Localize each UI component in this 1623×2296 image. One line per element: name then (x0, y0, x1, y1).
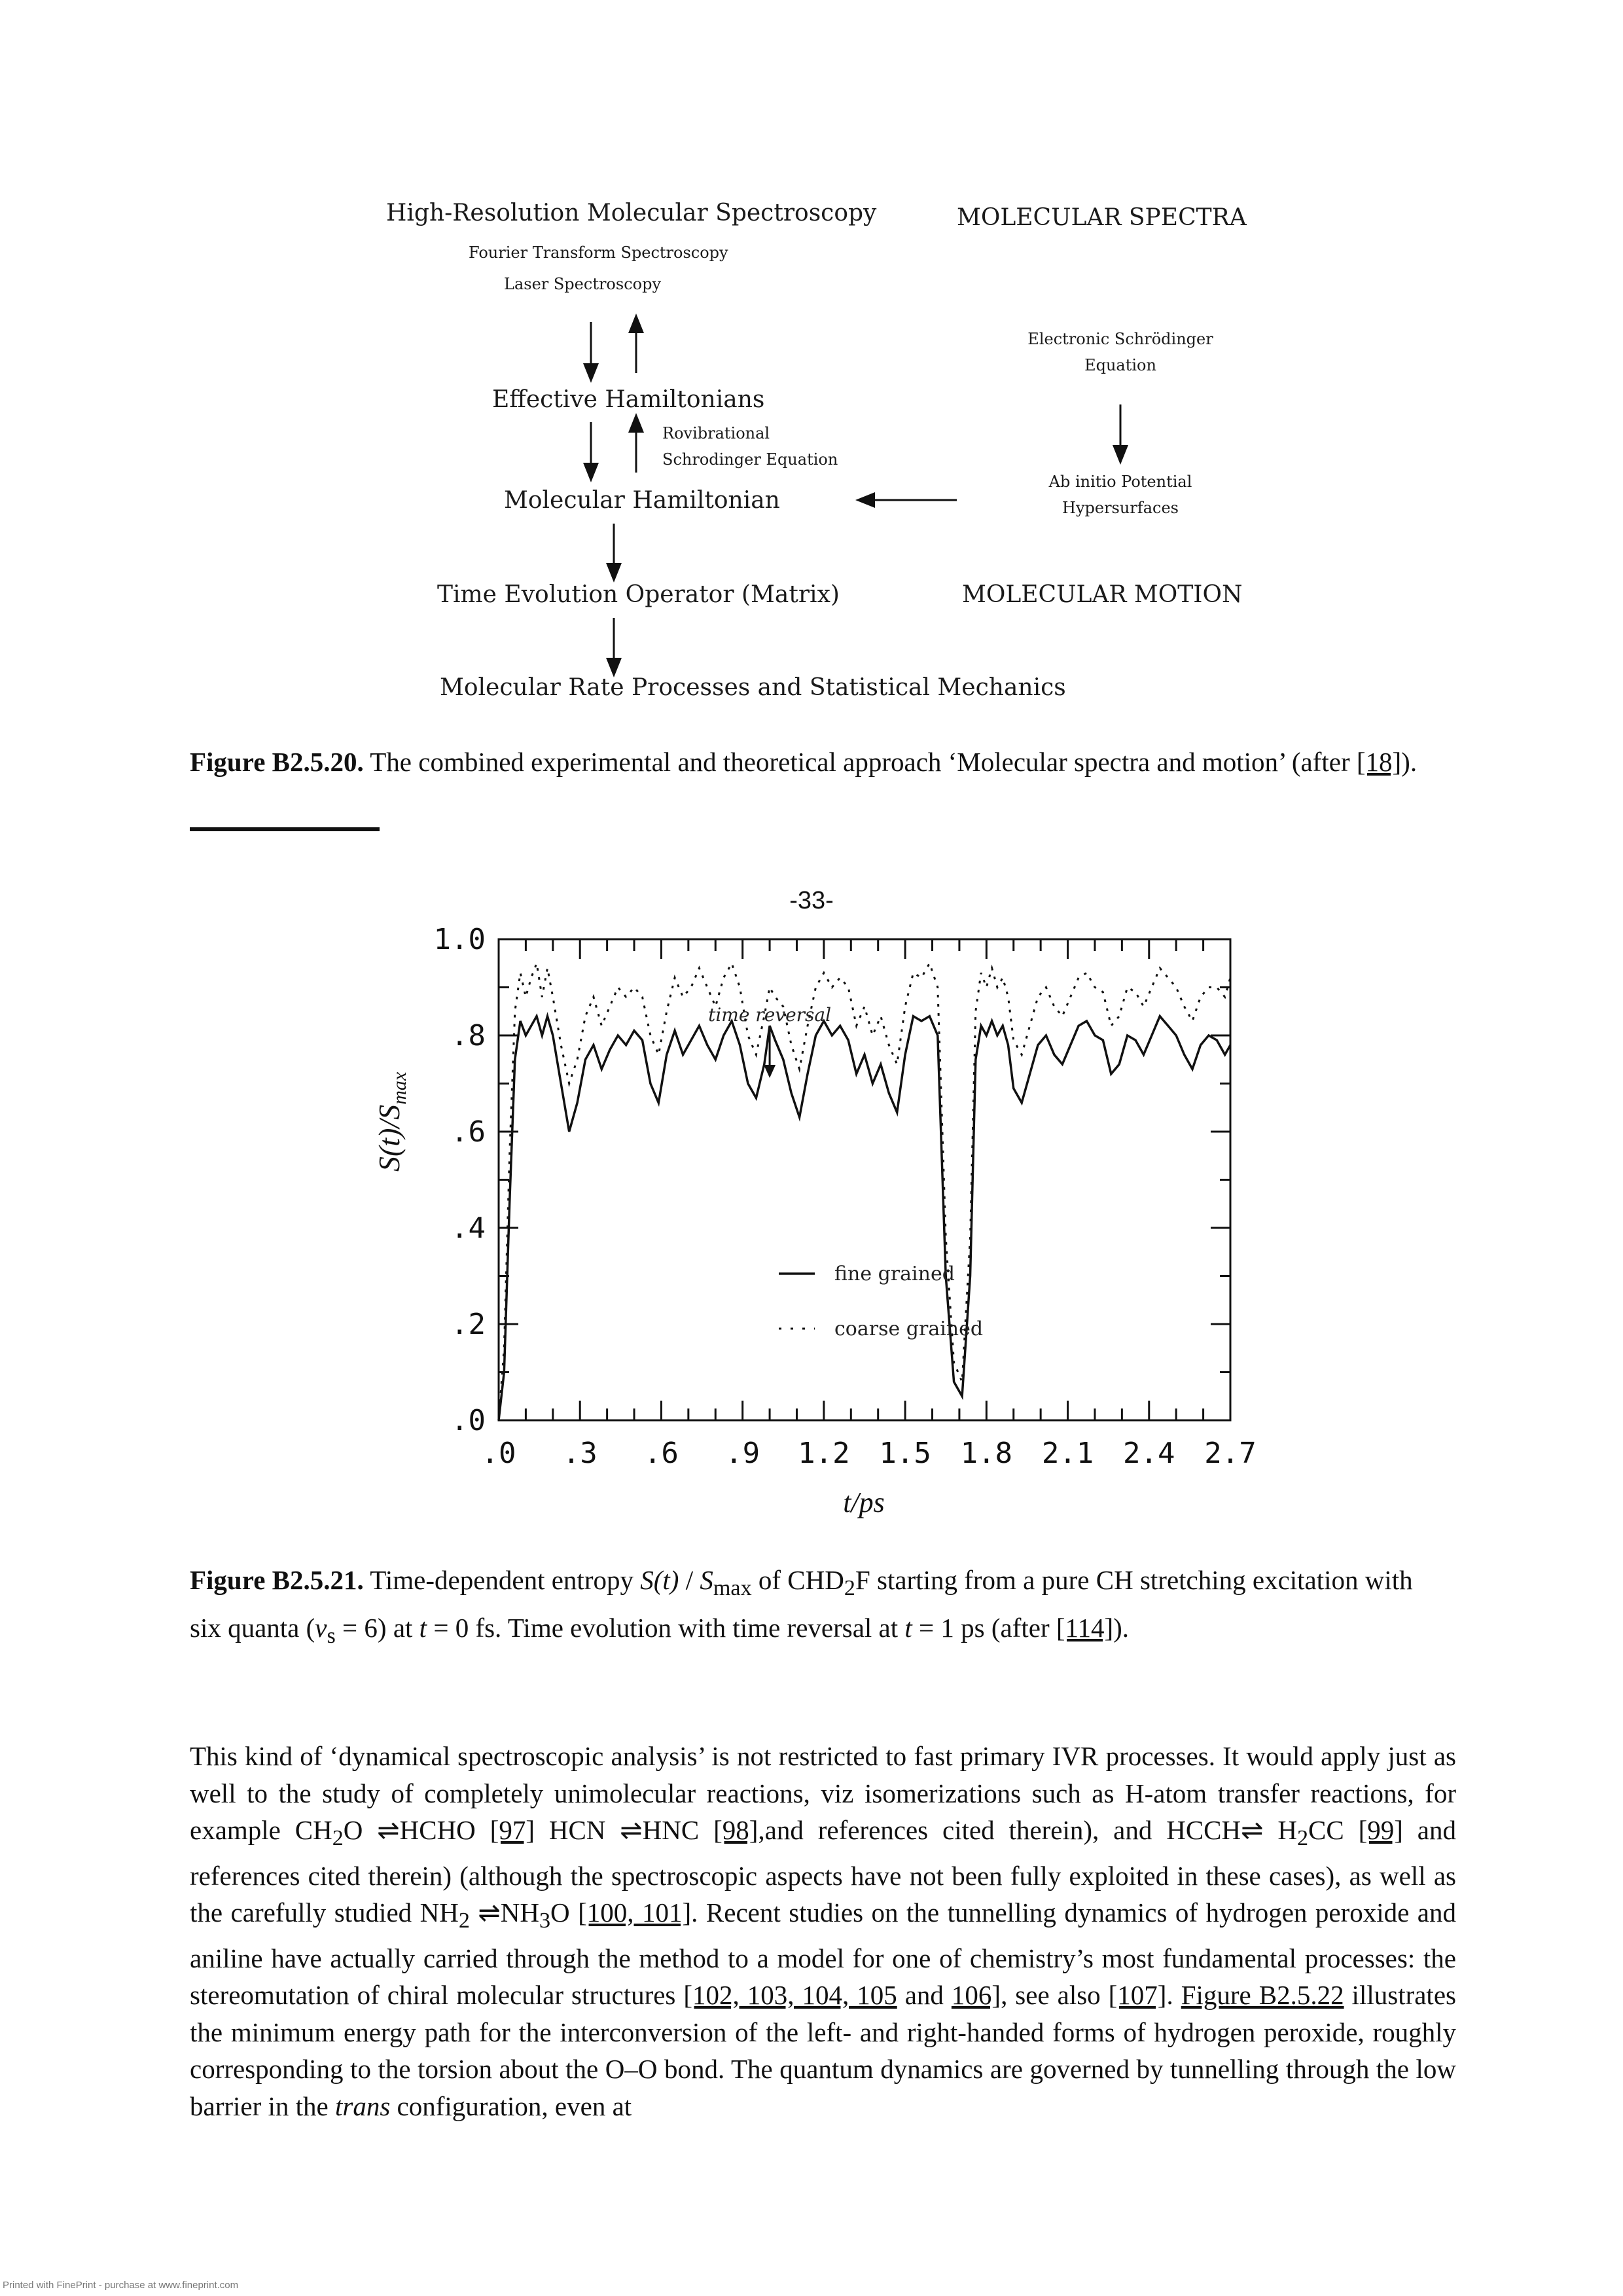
rovibrational-label: Rovibrational (662, 424, 770, 442)
time-evolution-label: Time Evolution Operator (Matrix) (437, 581, 840, 608)
reference-link[interactable]: [102, 103, 104, 105 (683, 1980, 897, 2011)
schrodinger-equation-label: Schrodinger Equation (662, 450, 838, 469)
annotation-label: time reversal (708, 1004, 831, 1026)
reference-link[interactable]: [18] (1356, 747, 1402, 777)
molecular-spectra-heading: MOLECULAR SPECTRA (957, 204, 1247, 231)
caption-figure-b2-5-21: Figure B2.5.21. Time-dependent entropy S… (190, 1565, 1413, 1649)
x-tick-label: .9 (725, 1437, 760, 1470)
entropy-chart: .0 .3 .6 .9 1.2 1.5 1.8 2.1 2.4 2.7 .0 .2 .4 .6 .8 1.0 t… (434, 923, 1257, 1470)
caption-label: Figure B2.5.20. (190, 747, 364, 777)
x-tick-label: 2.7 (1204, 1437, 1256, 1470)
x-tick-label: .3 (563, 1437, 597, 1470)
molecular-hamiltonian-label: Molecular Hamiltonian (504, 487, 780, 514)
x-axis-label: t/ps (843, 1486, 885, 1518)
section-rule (190, 827, 380, 831)
reference-link[interactable]: [114] (1056, 1613, 1114, 1643)
x-tick-label: 1.5 (879, 1437, 931, 1470)
y-tick-label: .4 (451, 1211, 486, 1245)
caption-figure-b2-5-20: Figure B2.5.20. The combined experimenta… (190, 742, 1433, 781)
annotation-arrow-head (764, 1065, 776, 1078)
reference-link[interactable]: [107] (1108, 1980, 1167, 2011)
x-tick-label: 2.1 (1042, 1437, 1094, 1470)
fine-grained-line (497, 1012, 1232, 1421)
reference-link[interactable]: [98] (713, 1815, 758, 1845)
x-tick-label: .6 (644, 1437, 679, 1470)
ab-initio-label: Ab initio Potential (1048, 473, 1192, 491)
rate-processes-label: Molecular Rate Processes and Statistical… (440, 674, 1066, 701)
ft-spectroscopy-label: Fourier Transform Spectroscopy (469, 243, 728, 262)
y-tick-label: .6 (451, 1115, 486, 1149)
body-paragraph: This kind of ‘dynamical spectroscopic an… (190, 1741, 1457, 2121)
x-tick-label: 2.4 (1123, 1437, 1175, 1470)
reference-link[interactable]: 106] (951, 1980, 1001, 2011)
reference-link[interactable]: [99] (1358, 1815, 1403, 1845)
caption-text: The combined experimental and theoretica… (363, 747, 1357, 777)
y-tick-label: .0 (451, 1404, 486, 1437)
x-tick-label: .0 (482, 1437, 516, 1470)
x-tick-label: 1.8 (961, 1437, 1012, 1470)
molecular-motion-heading: MOLECULAR MOTION (962, 581, 1243, 608)
page-number: -33- (789, 887, 834, 914)
y-tick-label: 1.0 (434, 923, 486, 956)
y-tick-label: .2 (451, 1308, 486, 1341)
reference-link[interactable]: [97] (490, 1815, 535, 1845)
hrms-label: High-Resolution Molecular Spectroscopy (386, 200, 877, 226)
caption-label: Figure B2.5.21. (190, 1565, 364, 1595)
caption-end: ). (1401, 747, 1418, 777)
y-tick-label: .8 (451, 1019, 486, 1052)
diagram-arrows (583, 314, 1128, 677)
x-tick-label: 1.2 (798, 1437, 849, 1470)
coarse-grained-line (497, 960, 1232, 1421)
reference-link[interactable]: [100, 101] (578, 1897, 692, 1928)
figure-link[interactable]: Figure B2.5.22 (1181, 1980, 1344, 2011)
laser-spectroscopy-label: Laser Spectroscopy (504, 275, 662, 293)
footer-note: Printed with FinePrint - purchase at www… (3, 2280, 239, 2291)
equation-label: Equation (1084, 356, 1156, 374)
electronic-schrodinger-label: Electronic Schrödinger (1027, 330, 1213, 348)
legend-fine-label: fine grained (834, 1263, 955, 1285)
hypersurfaces-label: Hypersurfaces (1062, 499, 1179, 517)
legend-coarse-label: coarse grained (834, 1318, 983, 1340)
effective-hamiltonians-label: Effective Hamiltonians (492, 386, 765, 413)
